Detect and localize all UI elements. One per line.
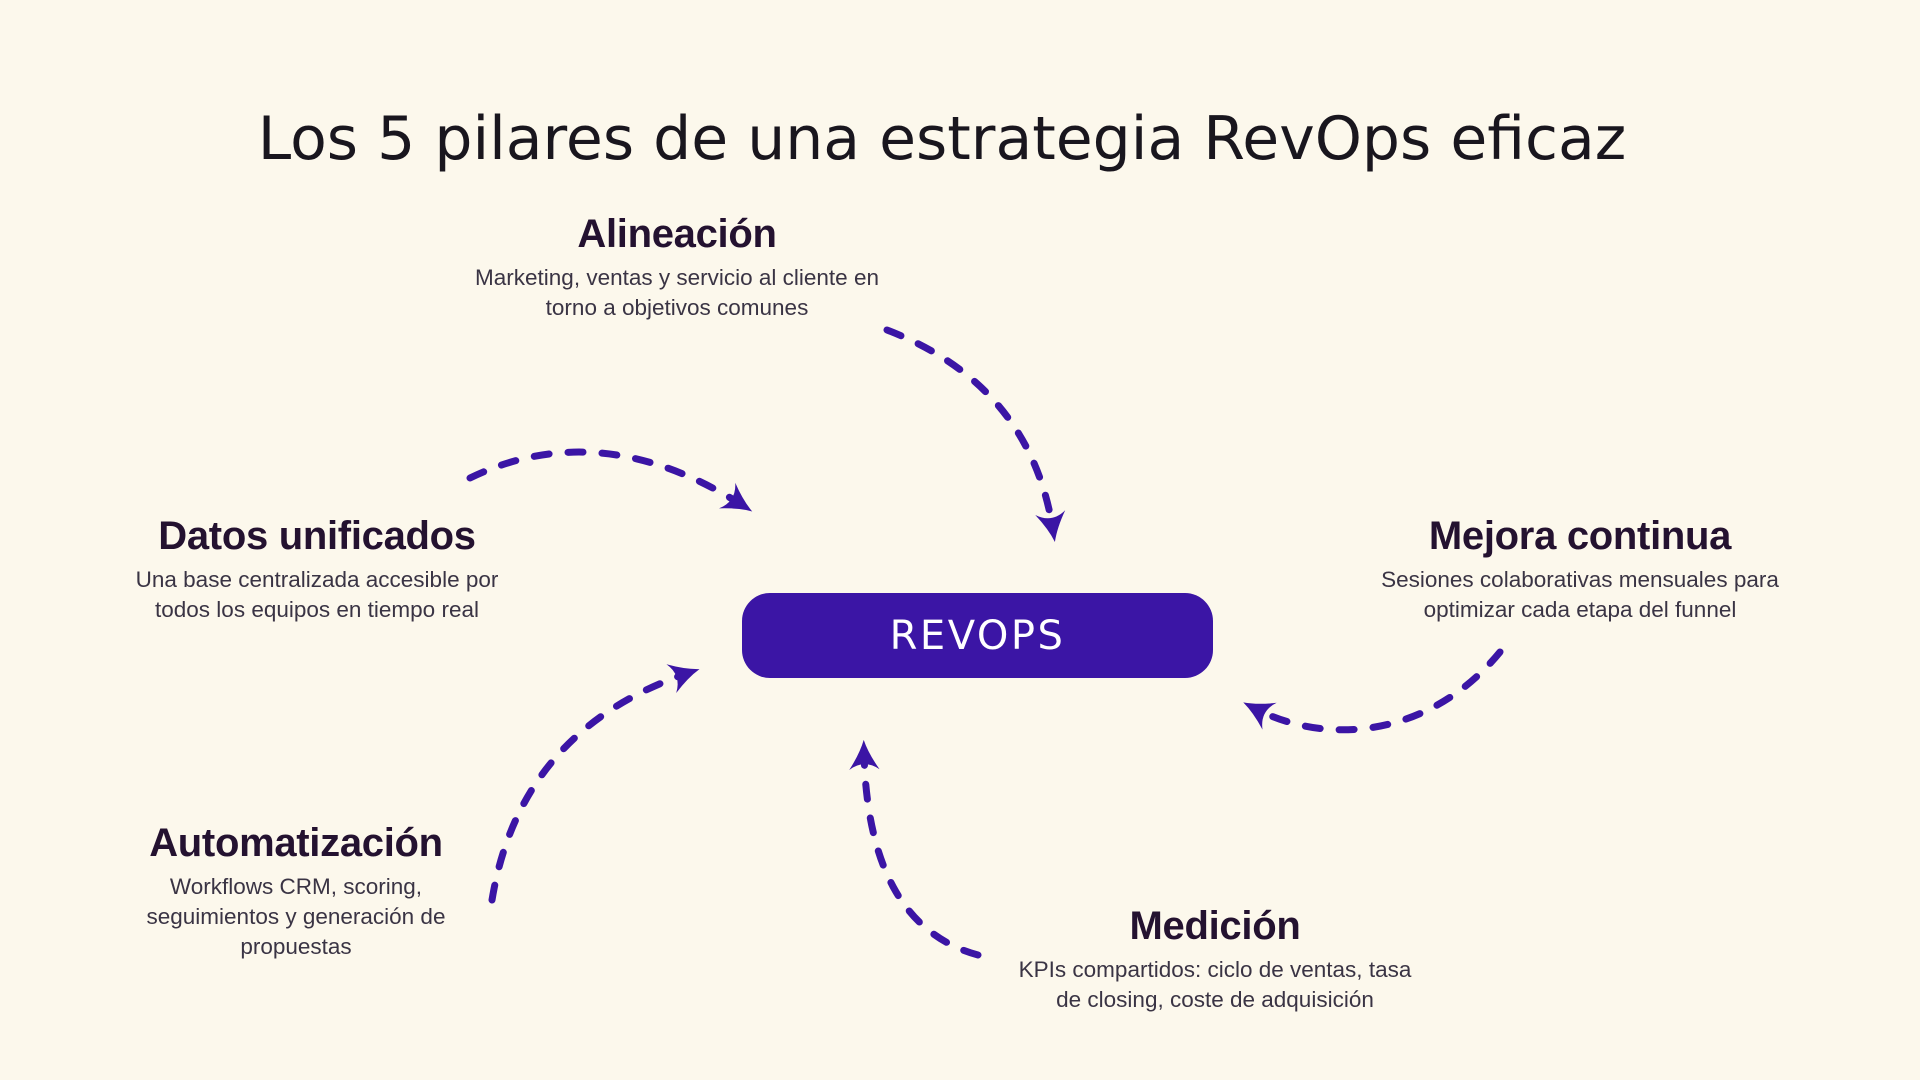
pillar-mejora-continua: Mejora continua Sesiones colaborativas m…: [1260, 512, 1900, 625]
description-line: Una base centralizada accesible por: [135, 567, 499, 592]
description-line: Marketing, ventas y servicio al cliente …: [475, 265, 879, 290]
arrow-mejora-continua-to-revops-icon: [1243, 648, 1504, 734]
description-line: torno a objetivos comunes: [545, 295, 809, 320]
pillar-alineacion: Alineación Marketing, ventas y servicio …: [357, 210, 997, 323]
pillar-medicion-title: Medición: [1129, 904, 1301, 948]
pillar-medicion: Medición KPIs compartidos: ciclo de vent…: [895, 902, 1535, 1015]
description-line: Sesiones colaborativas mensuales para: [1381, 567, 1779, 592]
pillar-medicion-description: KPIs compartidos: ciclo de ventas, tasa …: [895, 955, 1535, 1015]
description-line: todos los equipos en tiempo real: [155, 597, 479, 622]
revops-center-node: REVOPS: [742, 593, 1213, 678]
page-title: Los 5 pilares de una estrategia RevOps e…: [257, 104, 1627, 175]
description-line: Workflows CRM, scoring,: [169, 874, 423, 899]
pillar-datos-unificados-title: Datos unificados: [158, 514, 476, 558]
description-line: propuestas: [240, 934, 352, 959]
pillar-automatizacion-description: Workflows CRM, scoring, seguimientos y g…: [0, 872, 616, 962]
pillar-mejora-continua-title: Mejora continua: [1428, 514, 1732, 558]
pillar-alineacion-title: Alineación: [577, 212, 777, 256]
description-line: seguimientos y generación de: [146, 904, 446, 929]
pillar-datos-unificados-description: Una base centralizada accesible por todo…: [0, 565, 637, 625]
description-line: de closing, coste de adquisición: [1056, 987, 1374, 1012]
pillar-datos-unificados: Datos unificados Una base centralizada a…: [0, 512, 637, 625]
description-line: KPIs compartidos: ciclo de ventas, tasa: [1018, 957, 1412, 982]
revops-center-label: REVOPS: [889, 612, 1066, 659]
arrow-alineacion-to-revops-icon: [883, 326, 1066, 542]
pillar-alineacion-description: Marketing, ventas y servicio al cliente …: [357, 263, 997, 323]
pillar-automatizacion-title: Automatización: [149, 821, 443, 865]
pillar-automatizacion: Automatización Workflows CRM, scoring, s…: [0, 819, 616, 962]
pillar-mejora-continua-description: Sesiones colaborativas mensuales para op…: [1260, 565, 1900, 625]
arrow-datos-unificados-to-revops-icon: [466, 448, 753, 512]
description-line: optimizar cada etapa del funnel: [1423, 597, 1737, 622]
